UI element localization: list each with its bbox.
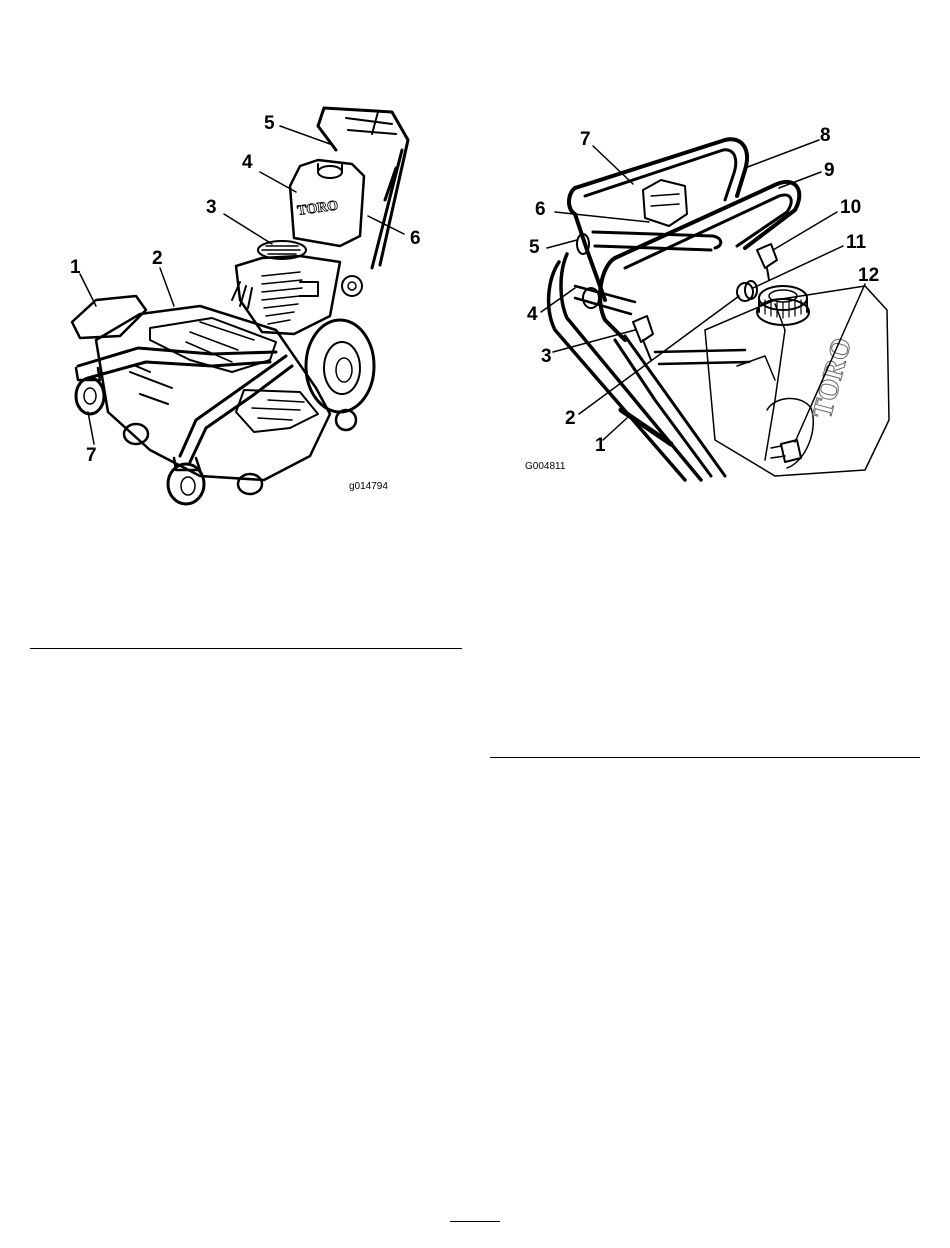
callout-3: 3 [541,347,552,366]
callout-6: 6 [410,229,421,248]
callout-5: 5 [264,114,275,133]
figure-code: g014794 [349,481,388,492]
callout-5: 5 [529,238,540,257]
callout-10: 10 [840,198,861,217]
callout-4: 4 [242,153,253,172]
callout-7: 7 [86,446,97,465]
figure-mower: TORO [0,0,475,520]
tank-logo: TORO [807,335,858,422]
callout-7: 7 [580,130,591,149]
callout-2: 2 [565,409,576,428]
callout-4: 4 [527,305,538,324]
controls-illustration: TORO [475,0,950,520]
callout-8: 8 [820,126,831,145]
callout-1: 1 [70,258,81,277]
page-footer-rule [450,1221,500,1222]
callout-1: 1 [595,436,606,455]
figure-code: G004811 [525,461,565,472]
callout-11: 11 [846,233,866,252]
figure-controls: TORO [475,0,950,520]
tank-logo: TORO [296,198,339,219]
right-column-rule [490,757,920,758]
callout-3: 3 [206,198,217,217]
callout-6: 6 [535,200,546,219]
left-column-rule [30,648,462,649]
callout-9: 9 [824,161,835,180]
callout-2: 2 [152,249,163,268]
callout-12: 12 [858,266,879,285]
